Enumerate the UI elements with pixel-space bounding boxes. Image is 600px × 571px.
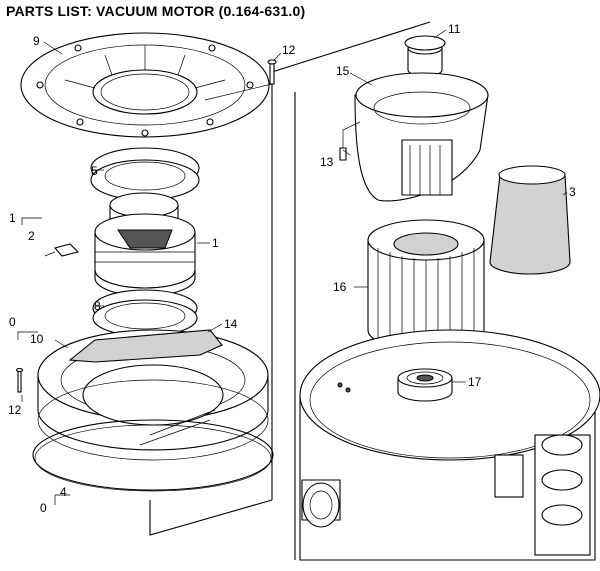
callout-9: 9 [33,34,40,48]
part-4-bottom-ring [32,419,274,505]
callout-1-group: 1 [9,211,16,225]
callout-2: 2 [28,229,35,243]
part-12-top-screw [204,59,277,101]
part-9-top-flange [20,32,270,138]
part-15-filter-housing [354,72,489,202]
callout-0-group: 0 [9,315,16,329]
part-5-gasket-ring [90,147,200,201]
part-12-bottom-screw [15,331,38,393]
callout-4: 4 [60,485,67,499]
callout-8: 8 [94,299,101,313]
part-17-valve [397,368,453,402]
tank-body [299,329,600,561]
assembly-divider-lines [149,21,431,560]
callout-5: 5 [91,164,98,178]
callout-13: 13 [320,155,334,169]
callout-12-bottom: 12 [8,403,22,417]
callout-11: 11 [448,22,461,36]
part-11-cap [404,35,446,77]
callout-3: 3 [569,185,576,199]
callout-15: 15 [336,64,350,78]
leader-lines [21,29,568,402]
callout-14: 14 [224,317,238,331]
part-1-motor [94,192,196,297]
part-8-seal-ring [92,289,198,337]
callout-0-bottom: 0 [40,501,47,515]
callout-labels: 9 12 11 15 13 5 3 1 2 1 16 8 0 10 14 17 … [8,22,576,515]
page-title: PARTS LIST: VACUUM MOTOR (0.164-631.0) [6,3,306,19]
part-3-cone-filter [489,165,571,275]
callout-10: 10 [30,332,44,346]
part-2-carbon-brush [21,217,80,257]
callout-17: 17 [468,375,482,389]
callout-1-motor: 1 [212,236,219,250]
part-10-lower-housing [37,329,269,461]
callout-12-top: 12 [282,43,296,57]
callout-16: 16 [333,280,347,294]
part-16-cartridge-filter [367,219,485,351]
